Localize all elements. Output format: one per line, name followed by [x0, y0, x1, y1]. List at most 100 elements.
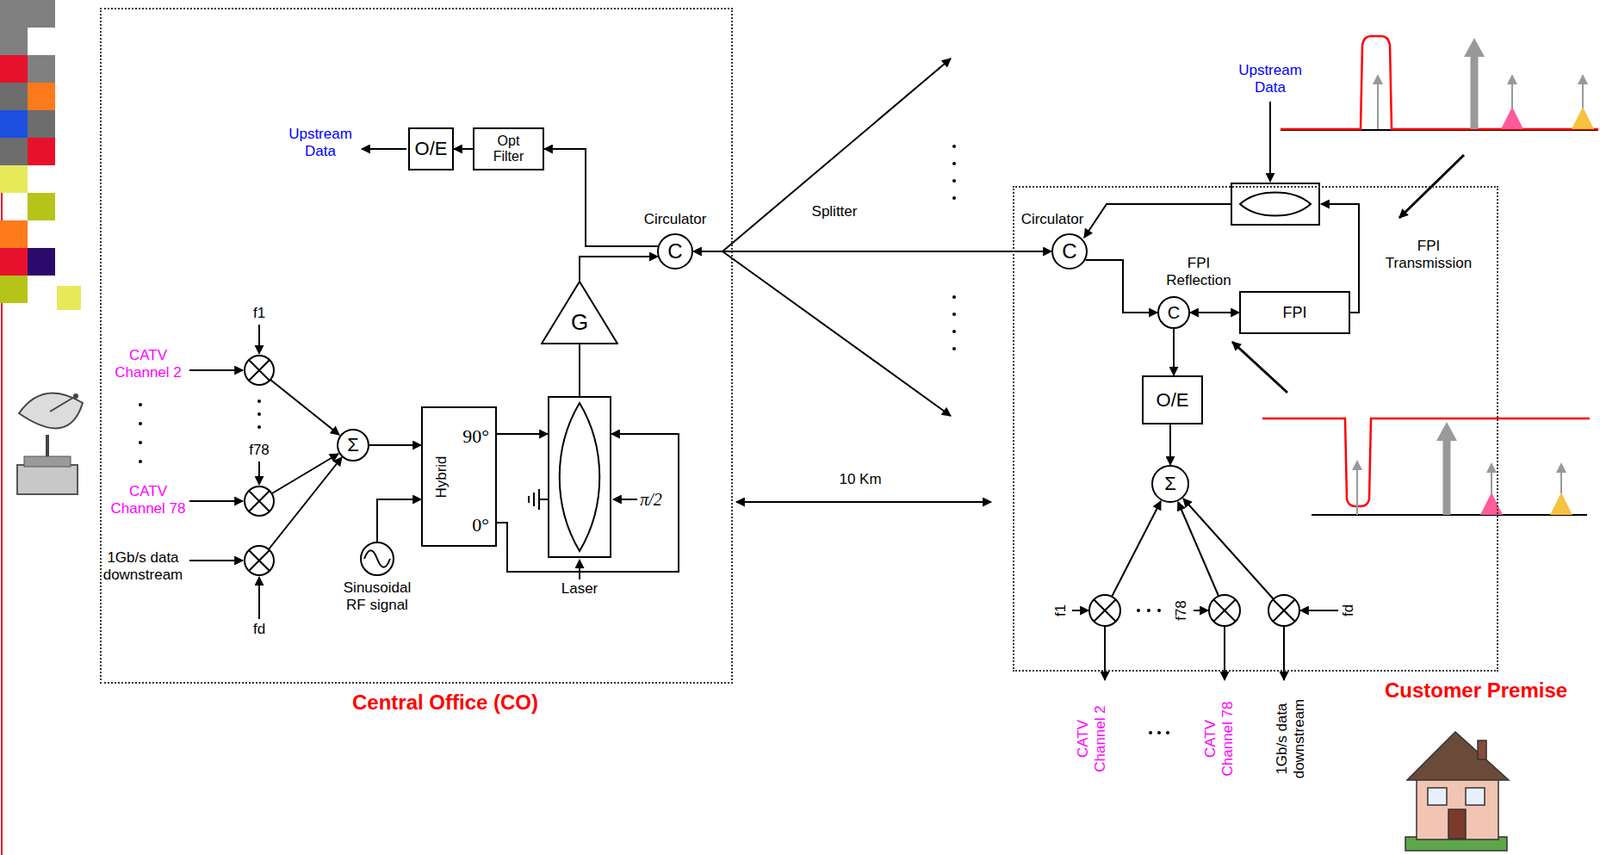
summer-circle: Σ [336, 428, 370, 462]
co-wiring [270, 379, 340, 435]
co-wiring [258, 324, 261, 354]
diagram-label: CATV Channel 78 [1202, 699, 1236, 779]
co-wiring [527, 496, 530, 503]
connector [693, 250, 1052, 253]
co-wiring [533, 492, 535, 507]
co-wiring [578, 559, 581, 580]
node-text: Σ [1164, 472, 1177, 495]
slide-decoration [27, 248, 56, 276]
diagram-label: fd [253, 620, 266, 639]
house-icon [1405, 731, 1509, 851]
ellipsis-dots [952, 144, 956, 149]
house-icon [1407, 731, 1509, 781]
satellite-dish-icon [45, 434, 50, 457]
connector [1172, 328, 1175, 376]
spectrum-plot [1262, 418, 1590, 507]
node-text: Sinusoidal RF signal [334, 579, 421, 614]
ellipsis-dots [1148, 731, 1153, 735]
co-wiring [613, 498, 638, 501]
connector [578, 344, 581, 397]
spectrum-plot [1486, 462, 1497, 473]
slide-decoration [27, 55, 56, 83]
ellipsis-dots [138, 144, 1170, 735]
house-icon [1448, 809, 1466, 839]
node-heading: Circulator [644, 210, 707, 229]
co-wiring [189, 500, 243, 503]
mixer-symbol [244, 545, 274, 576]
co-wiring [189, 148, 638, 620]
circulator-circle: CirculatorC [657, 233, 694, 270]
connector [1190, 311, 1240, 314]
cp-wiring [1232, 341, 1288, 393]
slide-decoration [27, 82, 56, 111]
co-wiring [258, 461, 261, 485]
node-text: 90° [462, 425, 490, 447]
node-text: C [1167, 303, 1180, 323]
cp-wiring [1231, 183, 1320, 225]
diagram-label: 1Gb/s data downstream [1273, 695, 1308, 782]
spectrum-plot [1556, 462, 1567, 473]
satellite-dish-icon [17, 465, 78, 495]
optical-filter-box: Opt Filter [472, 127, 545, 171]
slide-decoration [0, 275, 28, 304]
mixer-symbol [1093, 599, 1117, 622]
mixer-symbol [1089, 595, 1121, 627]
ellipsis-dots [138, 403, 143, 407]
mixer-symbol [1272, 599, 1296, 622]
node-text: 0° [471, 514, 490, 536]
spectrum-plot [1376, 82, 1379, 130]
co-wiring [189, 559, 243, 562]
node-heading: Hybrid [433, 455, 451, 498]
slide-decoration [0, 82, 28, 111]
spectrum-plot [1506, 74, 1518, 85]
spectrum-plot [1500, 106, 1524, 130]
diagram-label: Upstream Data [1231, 62, 1309, 96]
diagram-label: FPI Reflection [1162, 254, 1236, 289]
co-wiring [268, 457, 342, 550]
co-wiring [538, 489, 540, 510]
co-wiring [189, 369, 243, 372]
diagram-label: FPI Transmission [1381, 237, 1476, 272]
ellipsis-dots [1147, 608, 1151, 613]
mixer-symbol [248, 359, 270, 381]
node-text: Opt Filter [484, 133, 534, 166]
circulator-circle: CirculatorC [1051, 233, 1088, 270]
cp-wiring [1269, 101, 1272, 182]
spectrum-plot [1550, 492, 1573, 515]
spectrum-plot [1443, 439, 1452, 515]
house-icon [1477, 740, 1487, 760]
ellipsis-dots [257, 412, 261, 416]
ellipsis-dots [952, 179, 956, 183]
cp-wiring [1103, 626, 1106, 681]
slide-decoration [0, 220, 28, 249]
co-wiring [364, 550, 391, 568]
splitter-lines [722, 251, 951, 416]
triangle-outline [541, 281, 618, 344]
ellipsis-dots [952, 347, 956, 351]
diagram-label: f1 [253, 304, 266, 323]
diagram-label: CATV Channel 2 [1074, 702, 1109, 776]
spectrum-plot [1571, 106, 1594, 130]
connector [1169, 424, 1172, 466]
connector-layer [369, 148, 1240, 572]
circulator-circle: C [1157, 296, 1191, 329]
diagram-label: CATV Channel 78 [108, 483, 188, 517]
node-text: Customer Premise [1384, 678, 1568, 703]
laser-modulator-box: Laser [547, 396, 612, 559]
mixer-symbol [244, 486, 274, 516]
cp-wiring [1111, 501, 1161, 597]
connector [544, 148, 658, 247]
slide-decoration [0, 55, 28, 83]
house-icon [1416, 775, 1499, 840]
slide-decoration [0, 248, 28, 276]
cp-wiring [1240, 192, 1311, 217]
hybrid-coupler-box: Hybrid 90° 0° [421, 406, 497, 547]
splitter-lines [736, 501, 992, 503]
diagram-label: f78 [1172, 600, 1191, 621]
slide-decoration [27, 110, 56, 138]
connector [579, 256, 658, 281]
diagram-label: CATV Channel 2 [111, 347, 186, 381]
spectrum-plot [1351, 459, 1363, 471]
amplifier-triangle: G [540, 280, 619, 345]
diagram-label: f1 [1052, 604, 1070, 617]
